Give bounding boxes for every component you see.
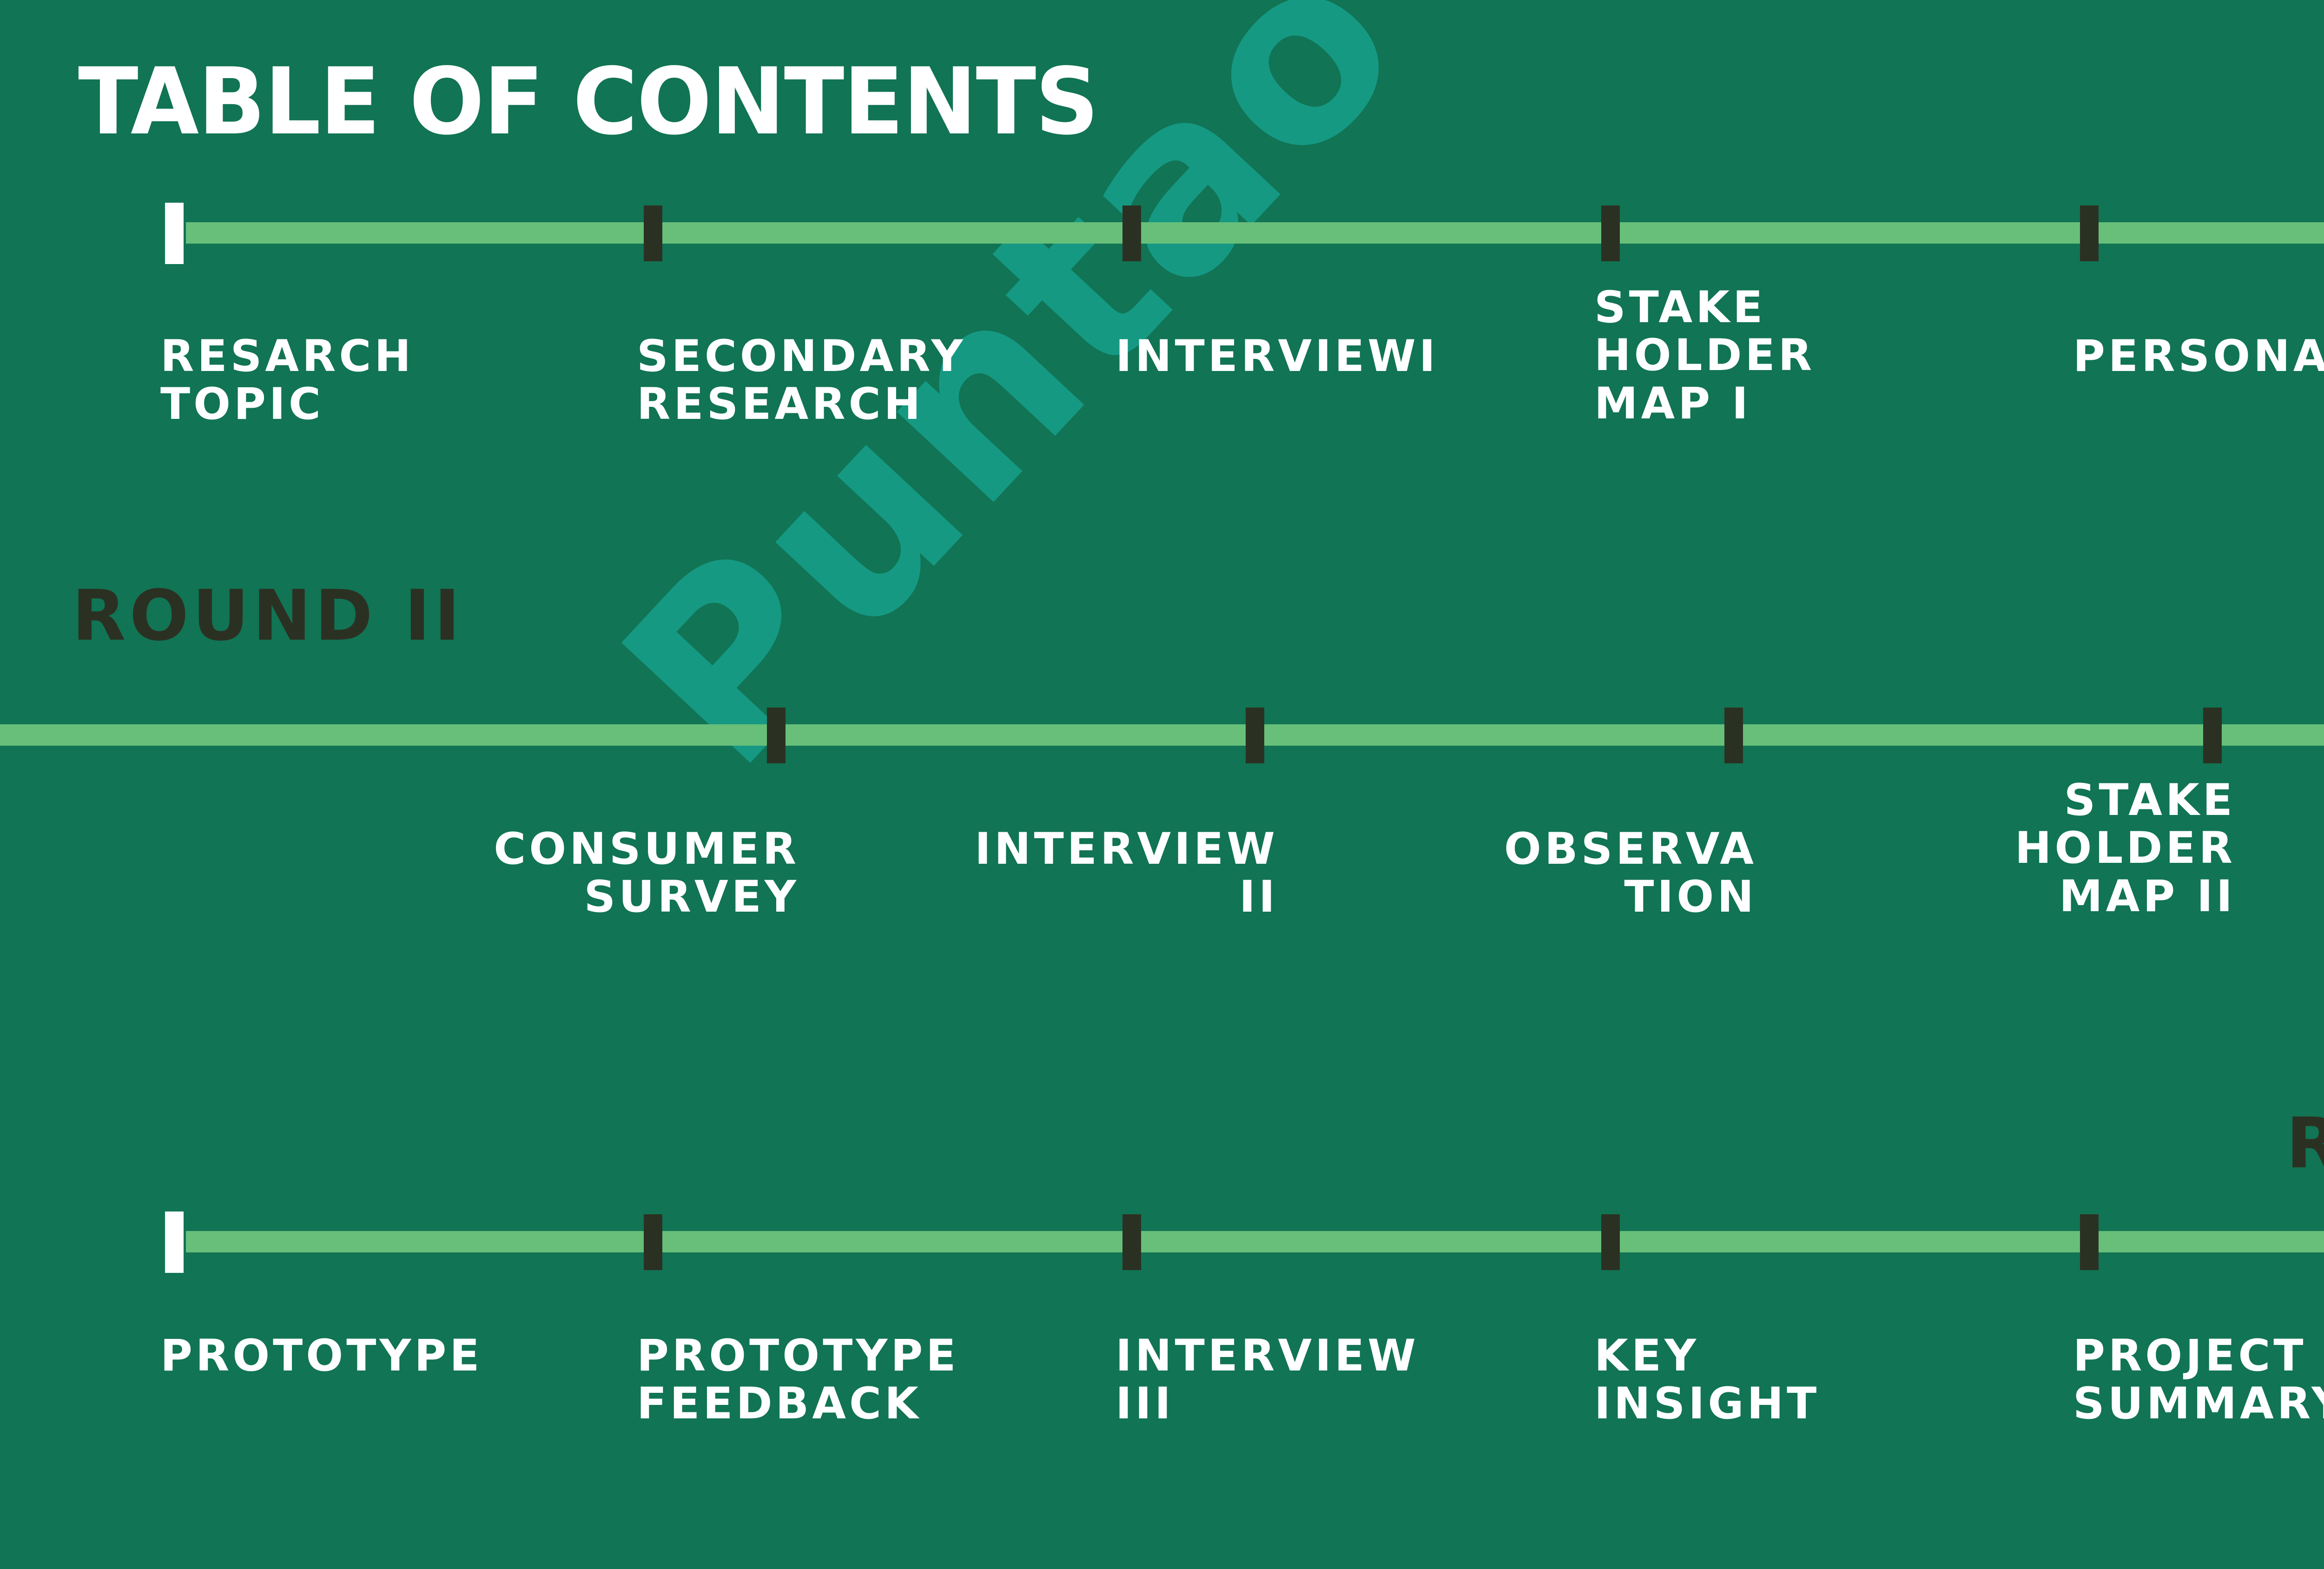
toc-item-interview-ii[interactable]: INTERVIEW II [975,824,1278,923]
timeline-marker-r3-4[interactable] [1601,1214,1620,1270]
timeline-bar-2 [0,724,2324,746]
timeline-marker-r1-3[interactable] [1122,205,1141,261]
toc-item-consumer-survey[interactable]: CONSUMER SURVEY [494,824,799,923]
timeline-bar-3 [186,1231,2324,1252]
toc-item-interview-iii[interactable]: INTERVIEW III [1116,1331,1419,1430]
timeline-marker-r1-5[interactable] [2080,205,2099,261]
toc-item-prototype-feedback[interactable]: PROTOTYPE FEEDBACK [637,1331,959,1430]
timeline-marker-r2-2[interactable] [1246,708,1264,763]
toc-item-customer-journey-map[interactable]: CUSTOMER JOURNEY MAP [2259,776,2324,920]
toc-item-persona[interactable]: PERSONA [2073,331,2324,382]
timeline-marker-r3-3[interactable] [1122,1214,1141,1270]
timeline-marker-r1-2[interactable] [644,205,662,261]
timeline-marker-r2-4[interactable] [2203,708,2222,763]
toc-item-observation[interactable]: OBSERVA TION [1504,824,1757,923]
toc-item-stakeholder-map-i[interactable]: STAKE HOLDER MAP I [1594,282,1816,429]
round-label-3: ROUND III [2286,1103,2324,1184]
timeline-marker-r2-3[interactable] [1724,708,1743,763]
timeline-marker-r1-4[interactable] [1601,205,1620,261]
toc-item-key-insight[interactable]: KEY INSIGHT [1594,1331,1820,1430]
timeline-marker-r3-1[interactable] [165,1212,184,1273]
timeline-marker-r3-5[interactable] [2080,1214,2099,1270]
round-label-2: ROUND II [72,576,464,656]
toc-item-stakeholder-map-ii[interactable]: STAKE HOLDER MAP II [2014,775,2236,922]
toc-item-resarch-topic[interactable]: RESARCH TOPIC [160,331,415,430]
timeline-marker-r2-1[interactable] [767,708,786,763]
toc-item-interview-i[interactable]: INTERVIEWI [1116,331,1439,382]
timeline-marker-r1-1[interactable] [165,203,184,264]
toc-item-project-summary[interactable]: PROJECT SUMMARY [2073,1331,2324,1430]
toc-item-prototype[interactable]: PROTOTYPE [160,1331,483,1381]
page-title: TABLE OF CONTENTS [78,48,1099,155]
toc-item-secondary-research[interactable]: SECONDARY RESEARCH [637,331,966,430]
timeline-bar-1 [186,222,2324,244]
timeline-marker-r3-2[interactable] [644,1214,662,1270]
